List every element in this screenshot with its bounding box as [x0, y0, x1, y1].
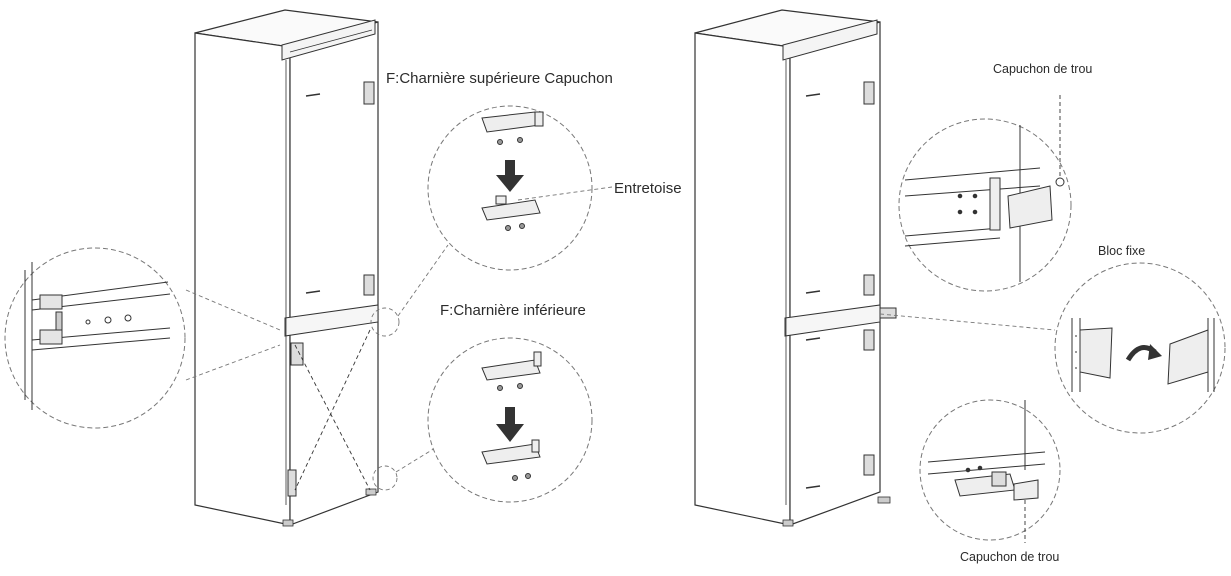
upper-hinge-label: F:Charnière supérieure Capuchon — [386, 70, 613, 87]
callout-connectors — [185, 244, 449, 491]
curved-arrow-icon — [1125, 344, 1162, 362]
lower-hinge-label: F:Charnière inférieure — [440, 302, 586, 319]
spacer-label: Entretoise — [614, 180, 682, 197]
right-fridge — [694, 9, 897, 527]
hole-cap-top-label: Capuchon de trou — [993, 62, 1093, 76]
down-arrow-icon — [496, 407, 524, 442]
hole-cap-bottom-label: Capuchon de trou — [960, 550, 1060, 564]
left-fridge — [194, 9, 379, 527]
hole-cap-detail-circle — [898, 95, 1072, 292]
down-arrow-icon — [496, 160, 524, 192]
left-detail-circle — [4, 247, 186, 429]
upper-hinge-detail-circle — [427, 105, 613, 271]
lower-hinge-detail-circle — [427, 337, 593, 503]
fixed-block-label: Bloc fixe — [1098, 244, 1146, 258]
bottom-hole-cap-detail-circle — [919, 399, 1061, 543]
fixed-block-detail-circle — [1054, 262, 1226, 434]
